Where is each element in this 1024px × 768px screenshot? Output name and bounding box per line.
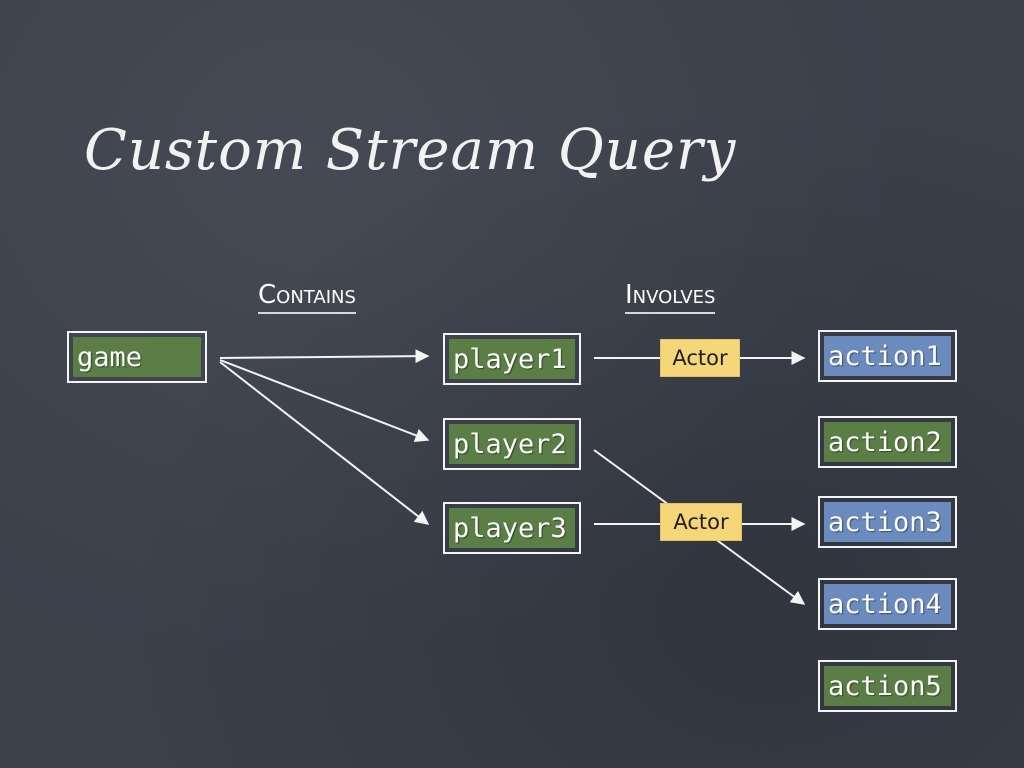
involves-relationship-label: Involves	[625, 280, 716, 314]
action5-node: action5	[818, 660, 957, 712]
contains-relationship-label: Contains	[258, 280, 356, 314]
action1-node: action1	[818, 330, 957, 382]
action4-node: action4	[818, 578, 957, 630]
slide-title: Custom Stream Query	[84, 118, 737, 183]
edge-game-player1	[219, 349, 430, 364]
player1-node-label: player1	[449, 339, 575, 379]
game-node-label: game	[73, 337, 201, 377]
actor-edge-label-2: Actor	[660, 503, 742, 541]
player3-node: player3	[443, 502, 581, 554]
game-node: game	[67, 331, 207, 383]
action3-node-label: action3	[824, 502, 951, 542]
action2-node: action2	[818, 416, 957, 468]
player2-node: player2	[443, 418, 581, 470]
edge-game-player2	[219, 359, 430, 443]
action3-node: action3	[818, 496, 957, 548]
action1-node-label: action1	[824, 336, 951, 376]
actor-edge-label-1: Actor	[660, 339, 740, 377]
player3-node-label: player3	[449, 508, 575, 548]
action5-node-label: action5	[824, 666, 951, 706]
player1-node: player1	[443, 333, 581, 385]
edge-game-player3	[219, 361, 430, 525]
action4-node-label: action4	[824, 584, 951, 624]
player2-node-label: player2	[449, 424, 575, 464]
action2-node-label: action2	[824, 422, 951, 462]
